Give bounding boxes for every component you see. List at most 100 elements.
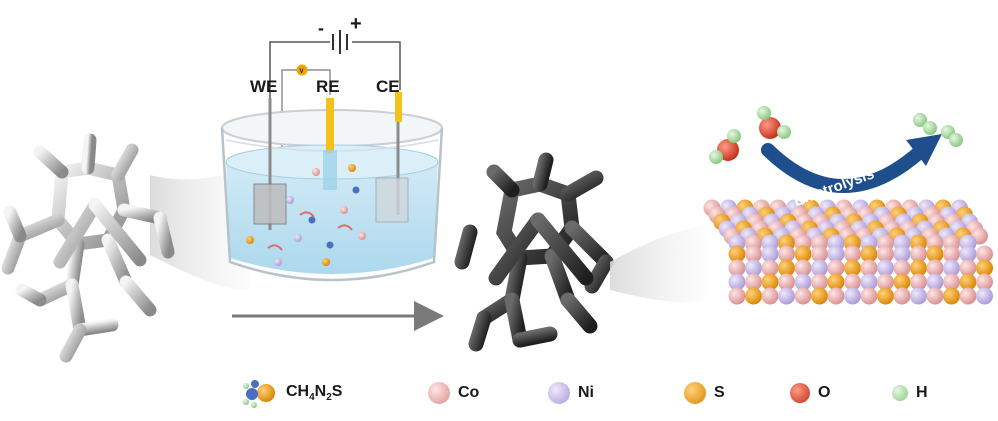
lattice-atom-co [745, 245, 762, 263]
voltmeter-label: V [300, 69, 304, 75]
lattice-atom-co [959, 287, 977, 305]
legend-item-co: Co [428, 380, 479, 406]
lattice-atom-co [811, 273, 828, 291]
lattice-atom-ni [827, 245, 845, 263]
lattice-atom-co [761, 287, 779, 305]
lattice-atom-co [877, 245, 894, 263]
lattice-atom-ni [778, 287, 795, 305]
lattice-atom-co [794, 259, 812, 277]
ni-atom-icon [548, 382, 570, 404]
lattice-atom-ni [943, 259, 960, 277]
lattice-atom-s [943, 287, 960, 305]
lattice-atom-ni [959, 245, 977, 263]
lattice-atom-s [728, 245, 746, 263]
lattice-atom-co [745, 273, 762, 291]
lattice-atom-co [910, 245, 927, 263]
o-atom-icon [790, 383, 810, 403]
legend-item-ni: Ni [548, 380, 594, 406]
battery-minus-label: - [318, 18, 324, 38]
lattice-atom-ni [794, 273, 812, 291]
lattice-atom-s [893, 273, 911, 291]
legend-label-ch4n2s: CH4N2S [286, 382, 343, 404]
coated-scaffold [454, 152, 614, 352]
counter-electrode-plate [375, 177, 409, 223]
lattice-atom-co [926, 259, 944, 277]
legend-label-co: Co [458, 384, 480, 401]
lattice-atom-co [728, 287, 746, 305]
lattice-atom-co [761, 259, 779, 277]
water-molecule-2 [757, 106, 791, 139]
lattice-atom-s [745, 287, 762, 305]
lattice-atom-co [976, 273, 993, 291]
battery-plus-label: + [350, 13, 362, 35]
voltmeter-icon [296, 64, 308, 76]
lattice-atom-s [959, 273, 977, 291]
legend-item-s: S [684, 380, 725, 406]
electrochemical-cell: - + V WE RE CE [220, 13, 444, 282]
lattice-atom-co [959, 259, 977, 277]
lattice-atom-co [893, 259, 911, 277]
legend-item-o: O [790, 380, 830, 406]
lattice-atom-co [844, 245, 861, 263]
lattice-atom-s [926, 245, 944, 263]
legend-label-o: O [818, 384, 831, 401]
lattice-atom-co [778, 245, 795, 263]
lattice-atom-co [943, 245, 960, 263]
lattice-atom-co [877, 273, 894, 291]
s-atom-icon [684, 382, 706, 404]
hydrogen-molecule-1 [913, 113, 937, 135]
electrolysis-arrow [761, 143, 929, 193]
lattice-atom-s [778, 259, 795, 277]
lattice-atom-s [976, 259, 993, 277]
lattice-atom-co [976, 245, 993, 263]
lattice-atom-ni [910, 287, 927, 305]
lattice-atom-s [844, 259, 861, 277]
working-electrode-scaffold [253, 183, 287, 225]
lattice-atom-ni [976, 287, 993, 305]
lattice-atom-ni [811, 259, 828, 277]
lattice-atom-s [877, 287, 894, 305]
lattice-atom-ni [761, 245, 779, 263]
lattice-atom-co [910, 273, 927, 291]
legend-item-h: H [892, 380, 928, 406]
lattice-atom-ni [926, 273, 944, 291]
lattice-atom-s [811, 287, 828, 305]
lattice-atom-s [827, 273, 845, 291]
water-molecule-1 [709, 129, 741, 164]
lattice-atom-s [761, 273, 779, 291]
lattice-atom-co [860, 259, 878, 277]
catalyst-surface [703, 199, 993, 305]
legend-label-ni: Ni [578, 384, 594, 401]
h-atom-icon [892, 385, 908, 401]
lattice-atom-ni [860, 273, 878, 291]
lattice-atom-ni [877, 259, 894, 277]
lattice-atom-ni [844, 287, 861, 305]
legend-label-h: H [916, 384, 928, 401]
legend-label-s: S [714, 384, 725, 401]
we-label: WE [250, 77, 277, 96]
co-atom-icon [428, 382, 450, 404]
re-label: RE [316, 77, 340, 96]
lattice-atom-co [827, 259, 845, 277]
zoom-funnel-left [150, 170, 250, 290]
lattice-atom-co [794, 287, 812, 305]
lattice-atom-co [893, 287, 911, 305]
raw-scaffold [1, 133, 175, 363]
ce-label: CE [376, 77, 400, 96]
lattice-atom-co [728, 259, 746, 277]
hydrogen-molecule-2 [941, 125, 963, 147]
lattice-atom-co [860, 287, 878, 305]
solution-species [246, 164, 366, 266]
legend: CH4N2S Co Ni S O H [0, 372, 998, 412]
reference-electrode [326, 98, 334, 153]
lattice-atom-s [860, 245, 878, 263]
lattice-atom-ni [745, 259, 762, 277]
lattice-atom-ni [893, 245, 911, 263]
lattice-atom-co [844, 273, 861, 291]
lattice-atom-co [926, 287, 944, 305]
lattice-atom-s [794, 245, 812, 263]
lattice-atom-s [910, 259, 927, 277]
lattice-atom-co [811, 245, 828, 263]
lattice-atom-co [943, 273, 960, 291]
